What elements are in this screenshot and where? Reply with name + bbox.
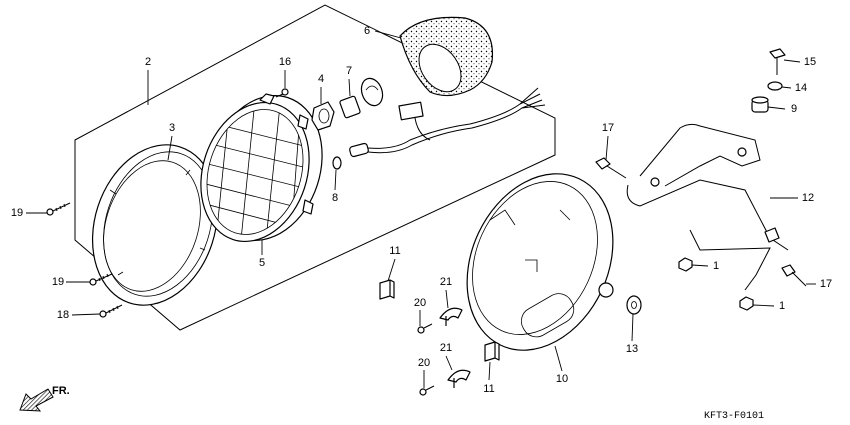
- callout-14: 14: [795, 82, 807, 94]
- callout-11-upper: 11: [389, 245, 400, 257]
- callout-10: 10: [556, 373, 568, 385]
- screw-20-lower: [419, 385, 435, 396]
- screw-19-lower: [89, 273, 113, 286]
- callout-20-lower: 20: [418, 357, 430, 369]
- callout-3: 3: [169, 122, 175, 134]
- callout-13: 13: [626, 343, 638, 355]
- callout-17-lower: 17: [820, 278, 832, 290]
- washer-13: [626, 295, 642, 315]
- headlight-case: [466, 173, 614, 351]
- callout-15: 15: [804, 56, 816, 68]
- callout-20-upper: 20: [414, 297, 426, 309]
- clip-11-lower: [484, 341, 500, 362]
- callout-4: 4: [318, 73, 324, 85]
- bolt-17-lower: [781, 264, 807, 287]
- screw-16: [275, 88, 289, 98]
- front-direction-label: FR.: [52, 385, 70, 397]
- headlight-dust-cover: [399, 16, 494, 97]
- headlight-lens-unit: [191, 93, 323, 248]
- nut-1-upper: [678, 257, 693, 272]
- washer-14: [767, 81, 783, 91]
- callout-18: 18: [57, 309, 69, 321]
- nut-1-lower: [739, 296, 754, 311]
- screw-19-upper: [46, 202, 71, 216]
- clip-11-upper: [379, 279, 395, 300]
- callout-12: 12: [802, 192, 814, 204]
- callout-1-upper: 1: [713, 260, 719, 272]
- callout-19-lower: 19: [52, 276, 64, 288]
- clamp-21-upper: [439, 307, 463, 326]
- bolt-17-upper: [595, 157, 627, 179]
- headlight-rim: [91, 144, 219, 306]
- rubber-mount-9: [751, 96, 769, 113]
- bulb-socket: [311, 101, 335, 131]
- bolt-15: [769, 48, 786, 75]
- callout-17-upper: 17: [602, 122, 614, 134]
- screw-18: [99, 304, 123, 318]
- headlight-bracket: [626, 123, 789, 291]
- figure-code: KFT3-F0101: [704, 411, 764, 422]
- callout-16: 16: [279, 56, 291, 68]
- callout-9: 9: [791, 103, 797, 115]
- position-bulb-harness: [332, 87, 546, 170]
- callout-21-upper: 21: [440, 276, 452, 288]
- clamp-21-lower: [447, 369, 471, 388]
- callout-2: 2: [145, 56, 151, 68]
- headlight-bulb: [339, 77, 384, 119]
- screw-20-upper: [417, 323, 433, 334]
- callout-7: 7: [346, 65, 352, 77]
- front-arrow-icon: [19, 388, 54, 412]
- headlight-assembly-outline: [74, 4, 556, 331]
- callout-1-lower: 1: [779, 300, 785, 312]
- callout-21-lower: 21: [440, 342, 452, 354]
- callout-11-lower: 11: [483, 383, 494, 395]
- callout-6: 6: [364, 25, 370, 37]
- leader-lines: [26, 30, 816, 388]
- callout-8: 8: [332, 192, 338, 204]
- callout-5: 5: [259, 257, 265, 269]
- callout-19-upper: 19: [11, 207, 23, 219]
